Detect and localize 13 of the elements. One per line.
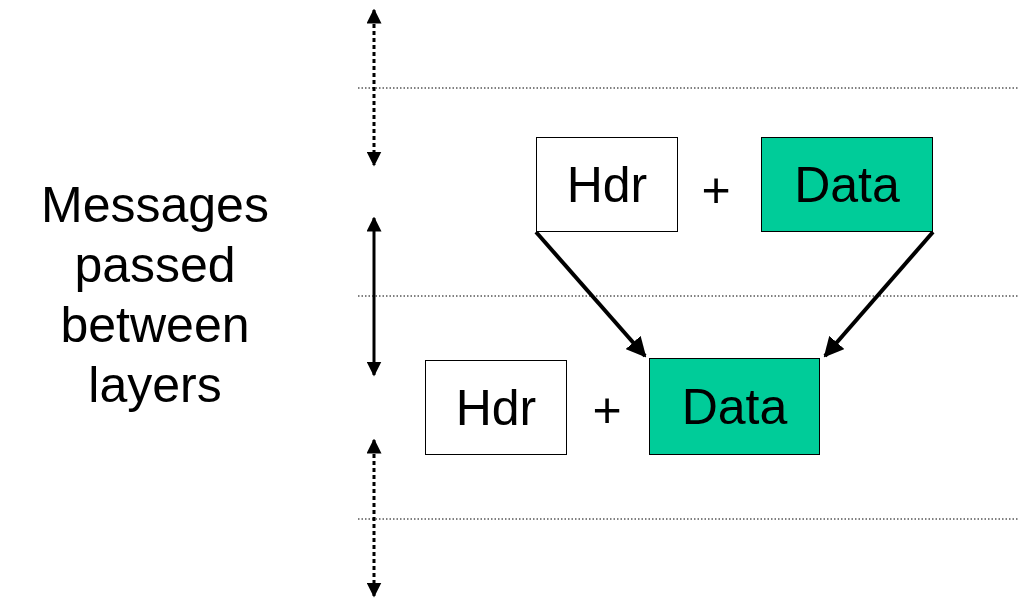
side-caption: Messages passed between layers [40, 176, 270, 415]
arrow [823, 230, 935, 358]
message-box [761, 137, 933, 232]
arrow [534, 230, 647, 358]
box-label: Data [794, 159, 900, 210]
message-box [649, 358, 820, 455]
message-box [536, 137, 678, 232]
plus-sign: + [700, 161, 732, 220]
box-label: Data [681, 381, 788, 432]
box-label: Hdr [455, 382, 537, 433]
box-label: Hdr [566, 159, 648, 210]
plus-sign: + [591, 381, 623, 440]
message-box [425, 360, 567, 455]
